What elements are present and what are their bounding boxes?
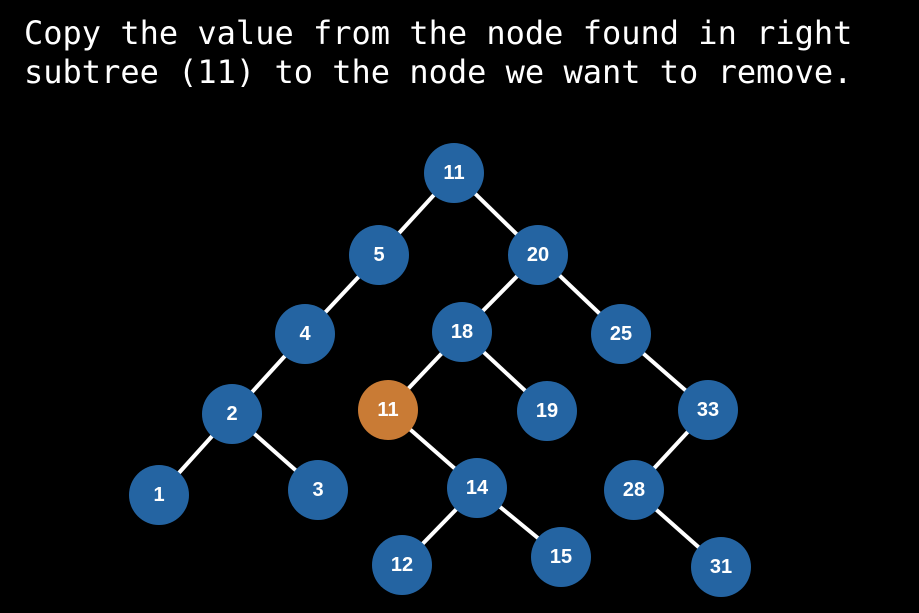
node-value-label: 11 <box>443 162 464 184</box>
caption-line-1: Copy the value from the node found in ri… <box>24 14 853 52</box>
node-circle <box>531 527 591 587</box>
tree-node: 19 <box>517 381 577 441</box>
node-circle <box>288 460 348 520</box>
node-circle <box>202 384 262 444</box>
node-circle <box>691 537 751 597</box>
node-value-label: 1 <box>153 484 164 506</box>
node-value-label: 3 <box>312 479 323 501</box>
node-value-label: 19 <box>536 400 558 422</box>
tree-node: 31 <box>691 537 751 597</box>
node-value-label: 2 <box>226 403 237 425</box>
node-circle <box>129 465 189 525</box>
node-value-label: 25 <box>610 323 632 345</box>
node-value-label: 14 <box>466 477 489 499</box>
tree-node: 3 <box>288 460 348 520</box>
tree-node: 20 <box>508 225 568 285</box>
node-value-label: 33 <box>697 399 719 421</box>
node-circle <box>349 225 409 285</box>
node-circle <box>604 460 664 520</box>
node-circle <box>447 458 507 518</box>
node-value-label: 5 <box>373 244 384 266</box>
tree-node: 25 <box>591 304 651 364</box>
node-value-label: 11 <box>377 399 398 421</box>
node-value-label: 12 <box>391 554 413 576</box>
node-circle <box>358 380 418 440</box>
node-value-label: 20 <box>527 244 549 266</box>
node-circle <box>432 302 492 362</box>
tree-node: 11 <box>424 143 484 203</box>
node-circle <box>372 535 432 595</box>
node-circle <box>517 381 577 441</box>
tree-node: 2 <box>202 384 262 444</box>
node-circle <box>275 304 335 364</box>
tree-node: 4 <box>275 304 335 364</box>
node-circle <box>424 143 484 203</box>
tree-node: 5 <box>349 225 409 285</box>
node-value-label: 31 <box>710 556 732 578</box>
node-circle <box>508 225 568 285</box>
node-value-label: 28 <box>623 479 645 501</box>
tree-node: 14 <box>447 458 507 518</box>
tree-node: 12 <box>372 535 432 595</box>
tree-node: 28 <box>604 460 664 520</box>
caption-line-2: subtree (11) to the node we want to remo… <box>24 53 853 91</box>
node-circle <box>678 380 738 440</box>
node-value-label: 4 <box>299 323 311 345</box>
tree-node: 18 <box>432 302 492 362</box>
tree-node-highlighted: 11 <box>358 380 418 440</box>
tree-node: 15 <box>531 527 591 587</box>
caption: Copy the value from the node found in ri… <box>24 14 914 92</box>
tree-node: 33 <box>678 380 738 440</box>
tree-nodes: 11 5 20 4 18 25 2 11 19 33 1 3 14 28 12 15 31 <box>129 143 751 597</box>
node-value-label: 15 <box>550 546 572 568</box>
node-circle <box>591 304 651 364</box>
node-value-label: 18 <box>451 321 473 343</box>
tree-node: 1 <box>129 465 189 525</box>
